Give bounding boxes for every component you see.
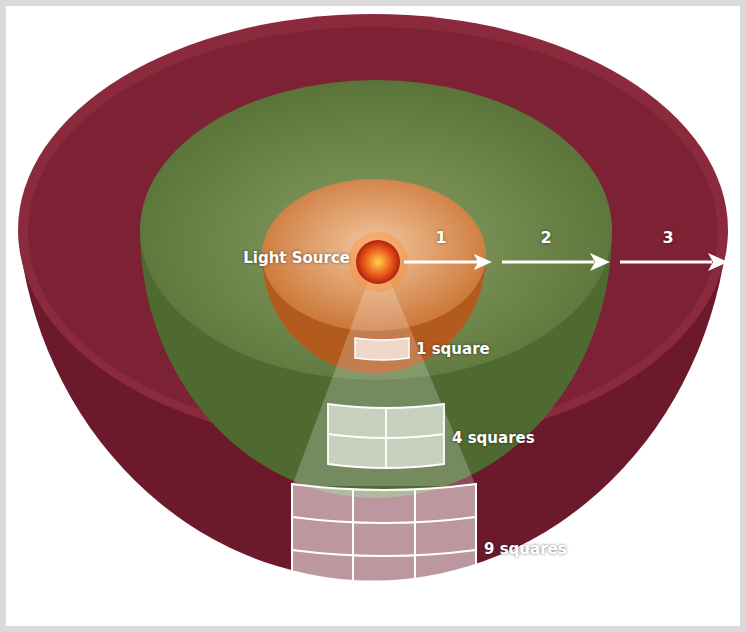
area-panel-1 — [355, 338, 409, 360]
light-source — [356, 240, 400, 284]
area-label: Light Source — [243, 249, 350, 267]
area-panel-4 — [328, 404, 444, 468]
area-label: 4 squares — [452, 429, 535, 447]
area-panel-9 — [292, 484, 476, 590]
distance-number: 3 — [662, 228, 673, 247]
distance-number: 2 — [540, 228, 551, 247]
distance-arrows — [404, 253, 728, 271]
area-label: 9 squares — [484, 540, 567, 558]
light-cone — [292, 276, 476, 486]
frame — [6, 6, 740, 626]
distance-number: 1 — [435, 228, 446, 247]
light-glow — [348, 232, 408, 292]
area-label: 1 square — [416, 340, 490, 358]
